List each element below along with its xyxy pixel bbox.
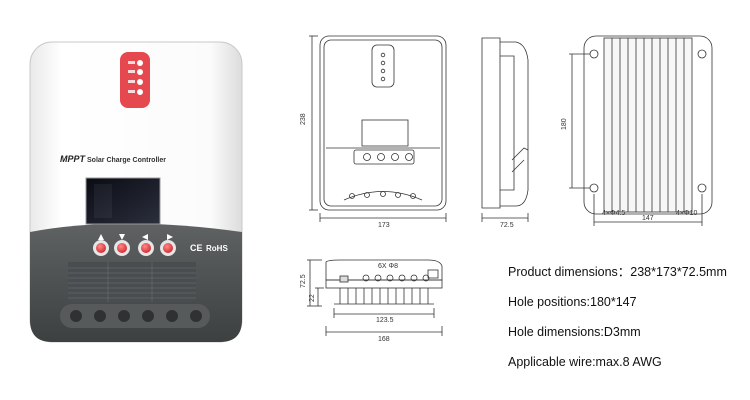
back-view <box>569 35 713 226</box>
bottom-view <box>307 259 443 336</box>
arrow-down-icon <box>119 234 125 240</box>
bottom-base-label: 22 <box>309 294 316 302</box>
spec-hole-dimensions: Hole dimensions:D3mm <box>508 325 641 339</box>
brand-label: MPPT <box>60 154 87 164</box>
bottom-terminals <box>60 304 210 328</box>
front-height-label: 238 <box>300 113 307 125</box>
arrow-up-icon <box>98 234 104 240</box>
bottom-terminal-span-label: 123.5 <box>376 317 394 324</box>
back-hole-small-label: 4×Φ4.5 <box>602 210 625 217</box>
back-hole-large-label: 4×Φ10 <box>676 210 697 217</box>
led-3 <box>137 79 143 85</box>
rohs-mark: RoHS <box>206 244 228 253</box>
side-depth-label: 72.5 <box>500 222 514 229</box>
arrow-right-icon <box>167 234 173 240</box>
back-hole-horizontal-label: 147 <box>642 215 654 222</box>
mount-hole-tl <box>589 49 599 59</box>
mount-hole-br <box>697 183 707 193</box>
spec-hole-positions: Hole positions:180*147 <box>508 295 637 309</box>
bottom-total-width-label: 168 <box>378 336 390 343</box>
product-name-label: Solar Charge Controller <box>87 157 166 164</box>
front-view <box>309 35 447 222</box>
control-buttons[interactable] <box>93 240 176 256</box>
ce-mark: CE <box>190 243 203 253</box>
spec-sticker <box>68 262 196 302</box>
bottom-terminals-label: 6X Φ8 <box>378 263 398 270</box>
side-view <box>481 37 529 222</box>
lcd-screen <box>85 177 161 225</box>
bottom-height-label: 72.5 <box>300 274 307 288</box>
spec-list: Product dimensions：238*173*72.5mm Hole p… <box>508 262 748 382</box>
led-2 <box>137 69 143 75</box>
mount-hole-bl <box>589 183 599 193</box>
spec-dimensions: Product dimensions：238*173*72.5mm <box>508 265 727 279</box>
led-1 <box>137 60 143 66</box>
back-hole-vertical-label: 180 <box>561 118 568 130</box>
arrow-left-icon <box>142 234 148 240</box>
front-width-label: 173 <box>378 222 390 229</box>
spec-wire: Applicable wire:max.8 AWG <box>508 355 662 369</box>
led-4 <box>137 89 143 95</box>
mount-hole-tr <box>697 49 707 59</box>
